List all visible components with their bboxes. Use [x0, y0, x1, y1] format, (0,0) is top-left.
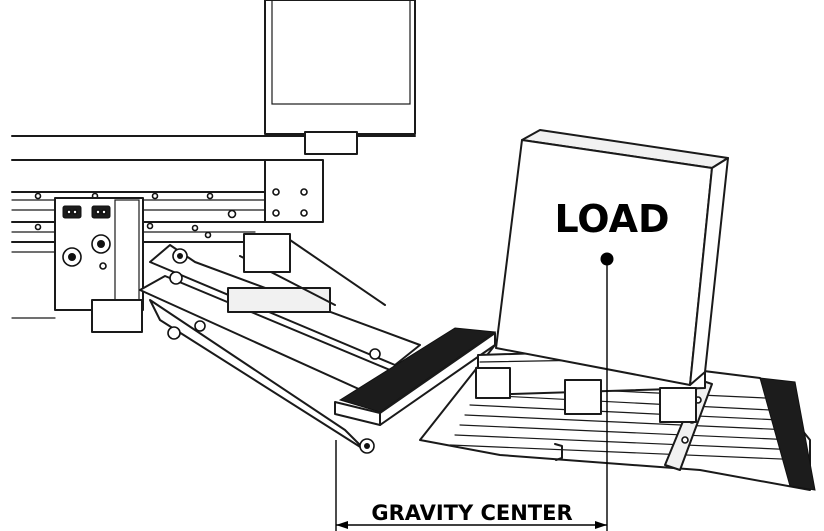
gravity-center-label: GRAVITY CENTER [371, 501, 572, 525]
platform [334, 327, 816, 491]
dimension-arrow-right [595, 521, 607, 529]
truck-body [11, 0, 416, 223]
dimension-arrow-left [336, 521, 348, 529]
lift-arm [139, 233, 421, 454]
control-box [54, 197, 144, 333]
gravity-center-marker [335, 252, 614, 531]
load-label: LOAD [554, 197, 669, 241]
